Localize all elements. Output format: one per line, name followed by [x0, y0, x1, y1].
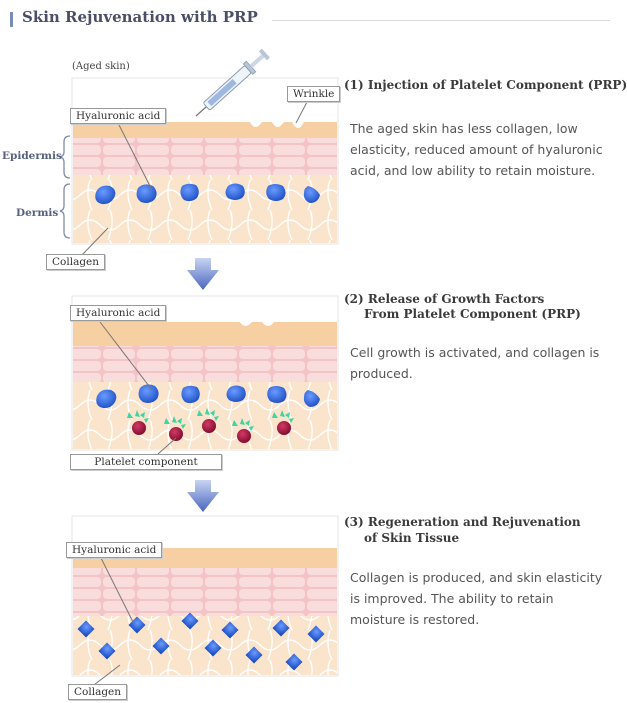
step-2-heading-line-1: (2) Release of Growth Factors — [344, 292, 545, 306]
aged-skin-caption: (Aged skin) — [72, 61, 130, 72]
step-2-heading-line-2: From Platelet Component (PRP) — [364, 307, 581, 321]
panel-1-epidermis — [73, 135, 337, 175]
wrinkle-label: Wrinkle — [287, 86, 341, 102]
down-arrow-2-icon — [187, 480, 219, 512]
collagen-label-1: Collagen — [46, 254, 106, 270]
step-3-heading-line-1: (3) Regeneration and Rejuvenation — [344, 515, 581, 529]
platelet-3 — [197, 408, 219, 433]
title-divider — [272, 20, 610, 21]
page-title: Skin Rejuvenation with PRP — [22, 8, 258, 26]
platelet-component-label: Platelet component — [70, 454, 222, 470]
hyaluronic-acid-label-1: Hyaluronic acid — [70, 108, 167, 124]
platelet-1 — [127, 410, 149, 435]
panel-1-aged-skin — [59, 48, 339, 256]
dermis-label: Dermis — [16, 207, 59, 219]
collagen-leader-line-1 — [81, 227, 109, 256]
hyaluronic-acid-label-2: Hyaluronic acid — [70, 305, 167, 321]
panel-2-hyaluronic-blobs — [96, 384, 320, 409]
title-accent-bar — [10, 12, 13, 27]
down-arrow-1-icon — [187, 258, 219, 290]
hyaluronic-acid-label-3: Hyaluronic acid — [66, 542, 163, 558]
platelet-2 — [164, 416, 186, 441]
epidermis-brace — [59, 135, 71, 179]
collagen-label-3: Collagen — [68, 684, 128, 700]
hyaluronic-leader-line-1 — [117, 122, 153, 191]
step-1-heading: (1) Injection of Platelet Component (PRP… — [344, 78, 627, 92]
wrinkle-leader-line — [295, 101, 308, 124]
step-3-heading-line-2: of Skin Tissue — [364, 531, 460, 545]
platelet-4 — [232, 418, 254, 443]
diagram-graphics — [59, 48, 339, 689]
step-2-description: Cell growth is activated, and collagen i… — [350, 345, 600, 381]
panel-3-regeneration — [71, 515, 339, 689]
dermis-brace — [59, 183, 71, 239]
platelet-5 — [272, 410, 294, 435]
panel-3-hyaluronic-diamonds — [77, 612, 325, 671]
platelet-cluster — [127, 408, 294, 443]
panel-1-hyaluronic-blobs — [95, 183, 320, 205]
step-1-description: The aged skin has less collagen, low ela… — [350, 121, 603, 178]
epidermis-label: Epidermis — [2, 150, 62, 162]
page-header: Skin Rejuvenation with PRP — [10, 8, 610, 34]
panel-2-growth-factors — [71, 295, 339, 455]
syringe-icon — [195, 48, 270, 117]
panel-1-skin-surface — [73, 122, 337, 138]
step-3-description: Collagen is produced, and skin elasticit… — [350, 570, 603, 627]
